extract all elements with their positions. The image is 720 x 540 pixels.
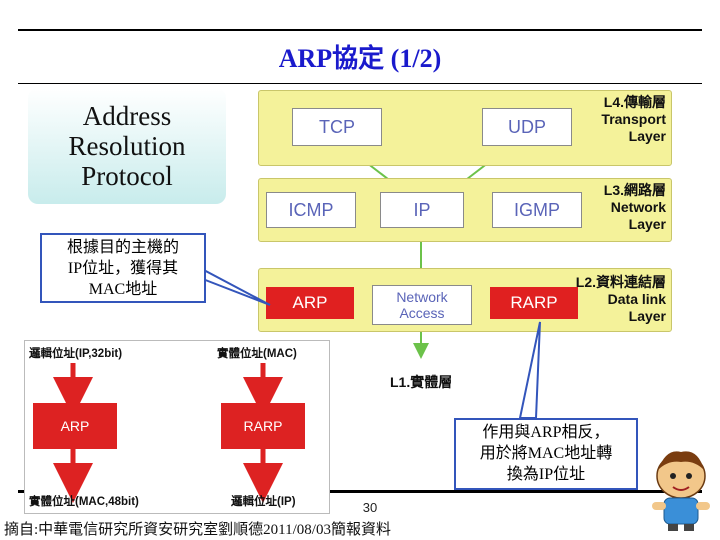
mini-rarp-box: RARP [221, 403, 305, 449]
acronym-line-1: Address [82, 101, 172, 131]
ip-label-right: 邏輯位址(IP) [231, 496, 296, 508]
layer-3-name-en2: Layer [628, 216, 666, 232]
acronym-box: Address Resolution Protocol [28, 88, 226, 204]
ip-label-left: 邏輯位址(IP,32bit) [29, 348, 123, 360]
layer-1-name: L1.實體層 [390, 374, 453, 390]
rarp-description-line-1: 作用與ARP相反， [482, 424, 610, 441]
layer-4-name-zh: L4.傳輸層 [603, 94, 666, 110]
page-title: ARP協定 (1/2) [278, 44, 442, 73]
protocol-network-access: Network Access [372, 285, 472, 325]
protocol-tcp: TCP [292, 108, 382, 146]
layer-4-name: L4.傳輸層 Transport Layer [578, 94, 666, 145]
arp-description-callout: 根據目的主機的 IP位址，獲得其 MAC地址 [40, 233, 206, 303]
arp-rarp-mapping-diagram: 邏輯位址(IP,32bit) ARP 實體位址(MAC,48bit) 實體位址(… [24, 340, 330, 514]
protocol-rarp: RARP [490, 287, 578, 319]
rarp-description-callout: 作用與ARP相反， 用於將MAC地址轉 換為IP位址 [454, 418, 638, 490]
layer-4-name-en1: Transport [601, 111, 666, 127]
layer-2-name-en1: Data link [607, 291, 666, 307]
network-access-line-2: Access [399, 305, 445, 321]
arp-description-line-2: IP位址，獲得其 [67, 260, 179, 277]
rarp-description-line-3: 換為IP位址 [506, 466, 586, 483]
layer-2-name: L2.資料連結層 Data link Layer [558, 274, 666, 325]
layer-2-name-zh: L2.資料連結層 [575, 274, 666, 290]
arp-description-line-1: 根據目的主機的 [66, 239, 179, 256]
protocol-icmp: ICMP [266, 192, 356, 228]
rarp-description-line-2: 用於將MAC地址轉 [479, 445, 613, 462]
network-access-line-1: Network [396, 289, 448, 305]
source-footer: 摘自:中華電信研究所資安研究室劉順德2011/08/03簡報資料 [4, 522, 391, 538]
layer-4-name-en2: Layer [628, 128, 666, 144]
layer-2-name-en2: Layer [628, 308, 666, 324]
title-underline [18, 83, 702, 84]
mac-label-left: 實體位址(MAC,48bit) [29, 496, 139, 508]
mac-label-right: 實體位址(MAC) [217, 348, 297, 360]
mini-arp-box: ARP [33, 403, 117, 449]
mapping-arrows [53, 363, 283, 503]
bottom-rule [18, 490, 702, 493]
protocol-ip: IP [380, 192, 464, 228]
layer-3-name-en1: Network [610, 199, 666, 215]
layer-3-name-zh: L3.網路層 [603, 182, 666, 198]
protocol-igmp: IGMP [492, 192, 582, 228]
arp-description-line-3: MAC地址 [88, 281, 158, 298]
top-rule [18, 29, 702, 31]
acronym-line-3: Protocol [81, 161, 173, 191]
protocol-stack-figure: TCP UDP L4.傳輸層 Transport Layer ICMP IP I… [240, 86, 672, 390]
protocol-udp: UDP [482, 108, 572, 146]
acronym-line-2: Resolution [68, 131, 186, 161]
page-number: 30 [362, 500, 378, 515]
layer-3-name: L3.網路層 Network Layer [578, 182, 666, 233]
protocol-arp: ARP [266, 287, 354, 319]
cartoon-mascot-illustration [652, 451, 710, 531]
